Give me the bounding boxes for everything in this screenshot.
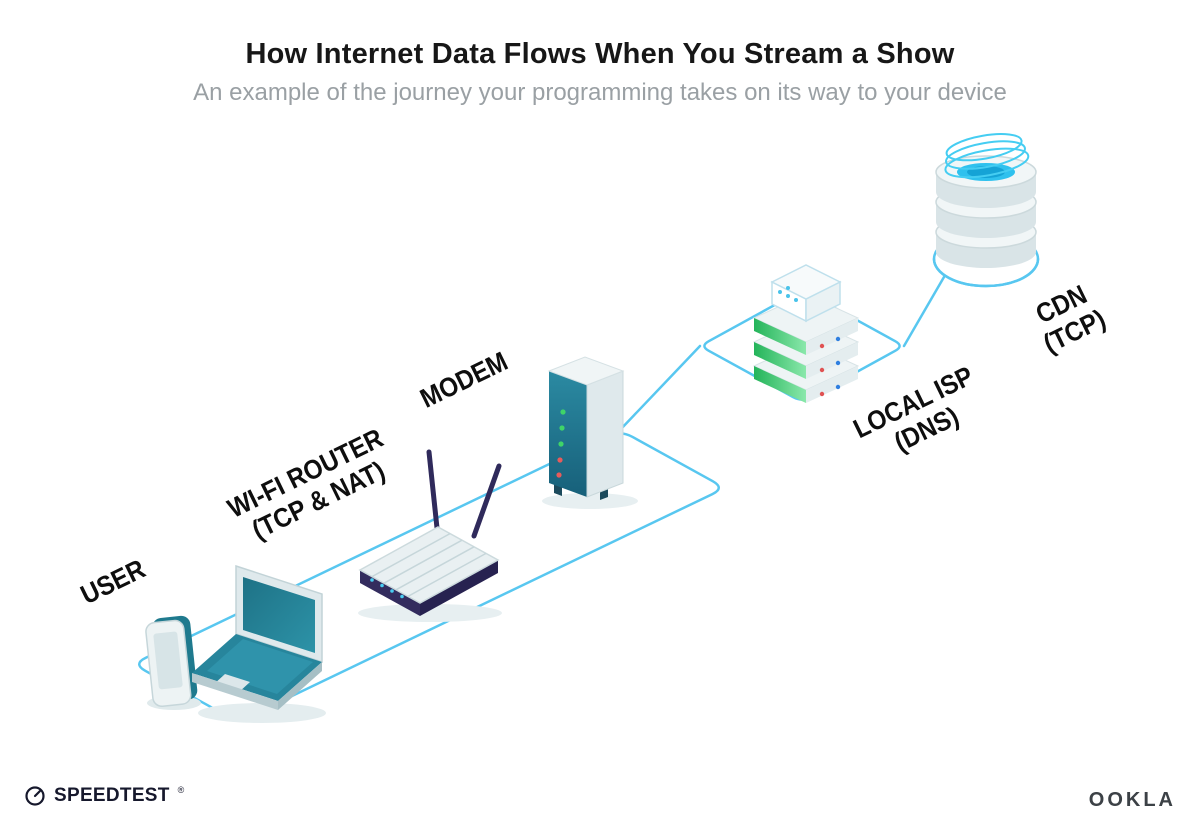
modem-icon xyxy=(542,356,638,509)
server-stack-icon xyxy=(752,264,860,403)
page-title: How Internet Data Flows When You Stream … xyxy=(245,38,955,70)
connection-line-modem-isp xyxy=(618,344,702,432)
registered-trademark-mark: ® xyxy=(177,785,185,795)
connection-line-isp-cdn xyxy=(902,275,946,348)
laptop-icon xyxy=(192,564,326,723)
gauge-icon xyxy=(25,786,45,806)
cdn-ring-front xyxy=(932,257,1040,288)
wifi-router-icon xyxy=(358,449,502,622)
page-subtitle: An example of the journey your programmi… xyxy=(193,79,1007,106)
connection-loop xyxy=(138,431,720,721)
ookla-logo: OOKLA xyxy=(1088,789,1176,811)
speedtest-wordmark: SPEEDTEST xyxy=(54,785,170,806)
speedtest-logo: SPEEDTEST ® xyxy=(24,785,184,807)
database-icon xyxy=(935,133,1037,268)
smartphone-icon xyxy=(145,615,201,710)
